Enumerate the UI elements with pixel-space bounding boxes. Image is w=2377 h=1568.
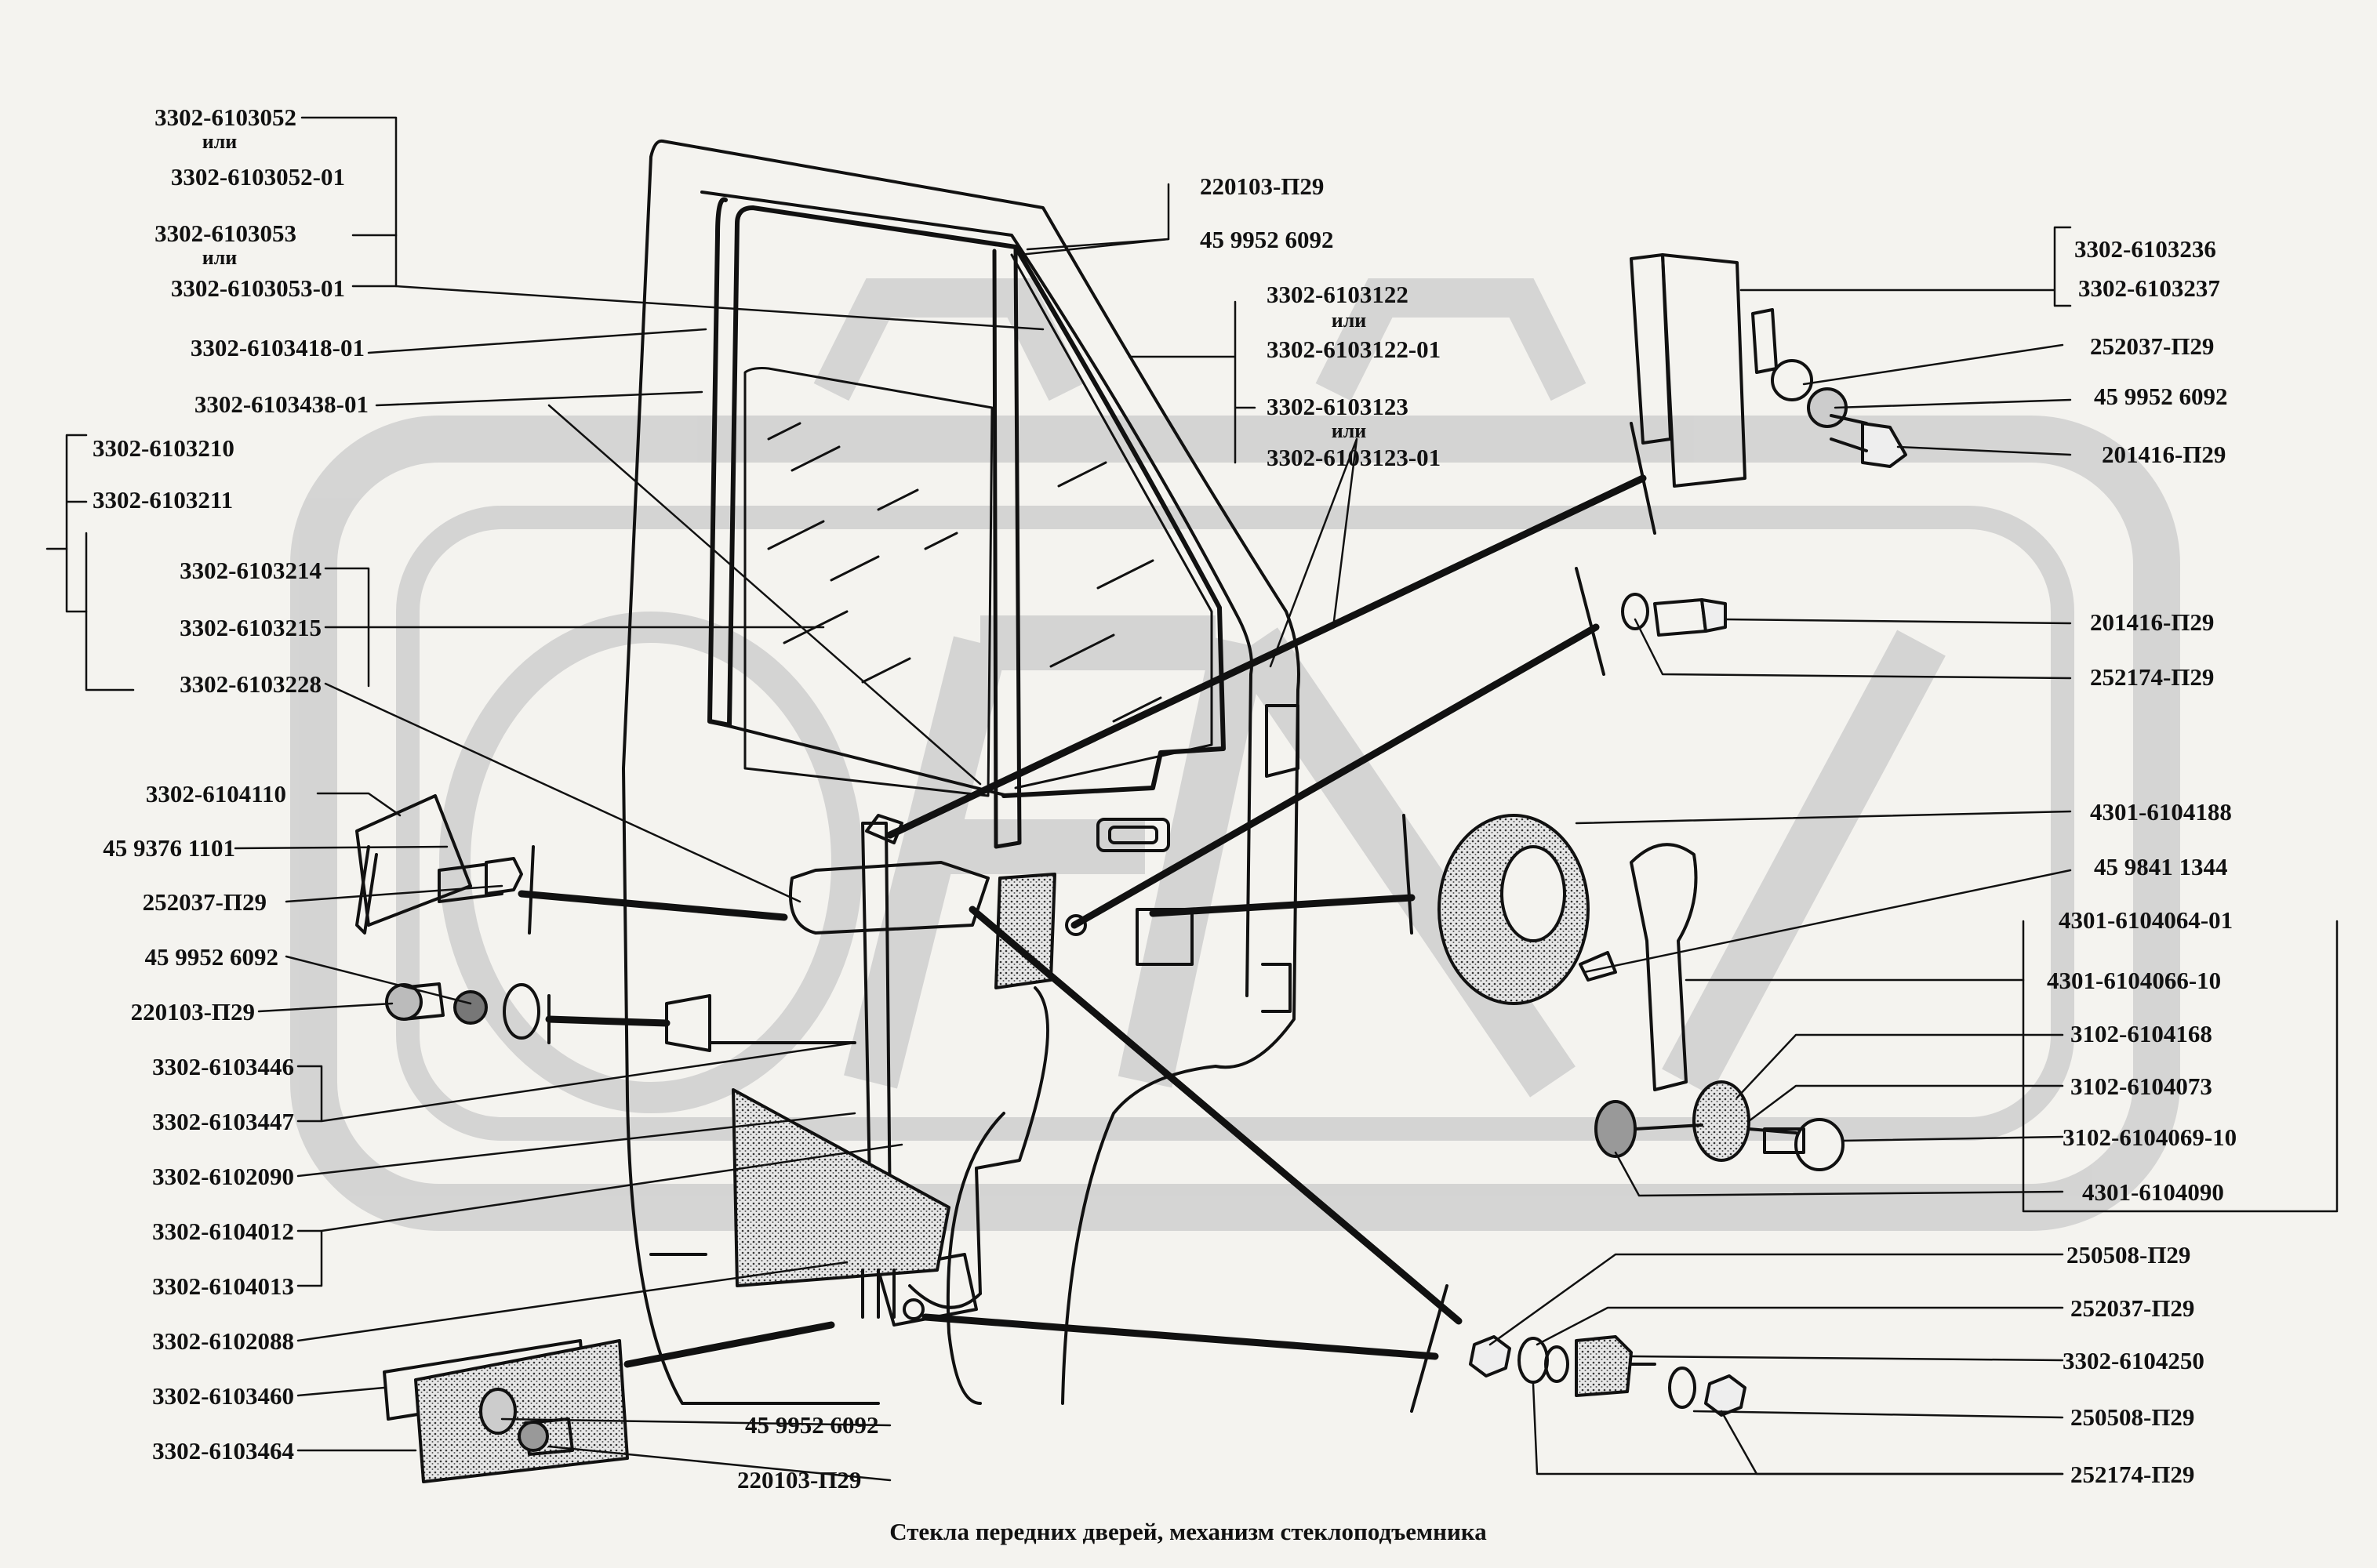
part-label: 3302-6103122 [1267, 281, 1408, 308]
part-label: 3302-6103438-01 [194, 390, 369, 418]
part-label: 3302-6103123-01 [1267, 444, 1441, 471]
part-label: 4301-6104090 [2082, 1178, 2224, 1206]
part-label: 250508-П29 [2070, 1403, 2195, 1431]
part-label: 3302-6103053 [154, 220, 296, 247]
part-label: 45 9952 6092 [745, 1411, 879, 1439]
lower-access-plates [383, 1339, 629, 1483]
part-label: 3302-6104250 [2063, 1347, 2204, 1374]
fastener-set-left [385, 982, 711, 1052]
part-label: 252037-П29 [142, 888, 267, 916]
part-label: 3302-6103052-01 [170, 163, 345, 191]
part-label: 220103-П29 [737, 1466, 862, 1494]
or-label: или [202, 130, 238, 153]
part-label: 3302-6103215 [180, 614, 322, 641]
part-label: 45 9376 1101 [103, 834, 235, 862]
part-label: 3302-6103464 [152, 1437, 294, 1465]
part-label: 3302-6103053-01 [170, 274, 345, 302]
part-label: 3102-6104073 [2070, 1073, 2212, 1100]
part-label: 3302-6104012 [152, 1218, 294, 1245]
or-label: или [202, 246, 238, 269]
part-label: 3302-6103418-01 [190, 334, 365, 361]
part-label: 3302-6102088 [152, 1327, 294, 1355]
part-label: 4301-6104188 [2090, 798, 2232, 826]
part-label: 3302-6103211 [93, 486, 234, 514]
part-label: 220103-П29 [1200, 172, 1325, 200]
part-label: 3302-6103123 [1267, 393, 1408, 420]
part-label: 3302-6104013 [152, 1272, 294, 1300]
part-label: 3302-6103460 [152, 1382, 294, 1410]
assembly-connector-lines [518, 474, 1647, 1368]
part-label: 201416-П29 [2090, 608, 2215, 636]
part-label: 3102-6104069-10 [2063, 1123, 2237, 1151]
part-label: 252174-П29 [2070, 1461, 2195, 1488]
window-channel-bracket [355, 794, 523, 935]
part-label: 3102-6104168 [2070, 1020, 2212, 1047]
window-frame [707, 197, 1226, 849]
part-label: 220103-П29 [130, 998, 255, 1025]
bolt-and-washer [1621, 593, 1727, 637]
window-crank-handle [1437, 814, 1845, 1171]
part-label: 252037-П29 [2070, 1294, 2195, 1322]
part-label: 45 9952 6092 [2094, 383, 2228, 410]
part-label: 3302-6103236 [2074, 235, 2216, 263]
part-label: 252174-П29 [2090, 663, 2215, 691]
part-label: 3302-6103052 [154, 103, 296, 131]
part-label: 3302-6102090 [152, 1163, 294, 1190]
part-label: 3302-6103228 [180, 670, 322, 698]
part-label: 3302-6103122-01 [1267, 336, 1441, 363]
or-label: или [1331, 309, 1367, 332]
part-label: 201416-П29 [2102, 441, 2226, 468]
mirror-mount-trim [1630, 253, 1907, 488]
part-label: 4301-6104064-01 [2059, 906, 2233, 934]
part-label: 3302-6103237 [2078, 274, 2220, 302]
part-label: 252037-П29 [2090, 332, 2215, 360]
part-label: 45 9841 1344 [2094, 853, 2228, 880]
part-label: 3302-6103447 [152, 1108, 294, 1135]
top-leader-lines [1018, 183, 2339, 1475]
lower-mount-fasteners [1469, 1335, 1746, 1417]
part-label: 45 9952 6092 [144, 943, 279, 971]
left-leader-lines [45, 116, 1045, 1482]
part-label: 3302-6104110 [145, 780, 286, 808]
door-insulation-pad [732, 1088, 950, 1287]
or-label: или [1331, 419, 1367, 442]
part-label: 3302-6103446 [152, 1053, 294, 1080]
part-label: 3302-6103210 [93, 434, 234, 462]
part-label: 4301-6104066-10 [2047, 967, 2222, 994]
part-label: 3302-6103214 [180, 557, 322, 584]
door-panel [622, 139, 1300, 1405]
diagram-caption: Стекла передних дверей, механизм стеклоп… [889, 1518, 1487, 1545]
part-label: 45 9952 6092 [1200, 226, 1334, 253]
part-label: 250508-П29 [2066, 1241, 2191, 1269]
